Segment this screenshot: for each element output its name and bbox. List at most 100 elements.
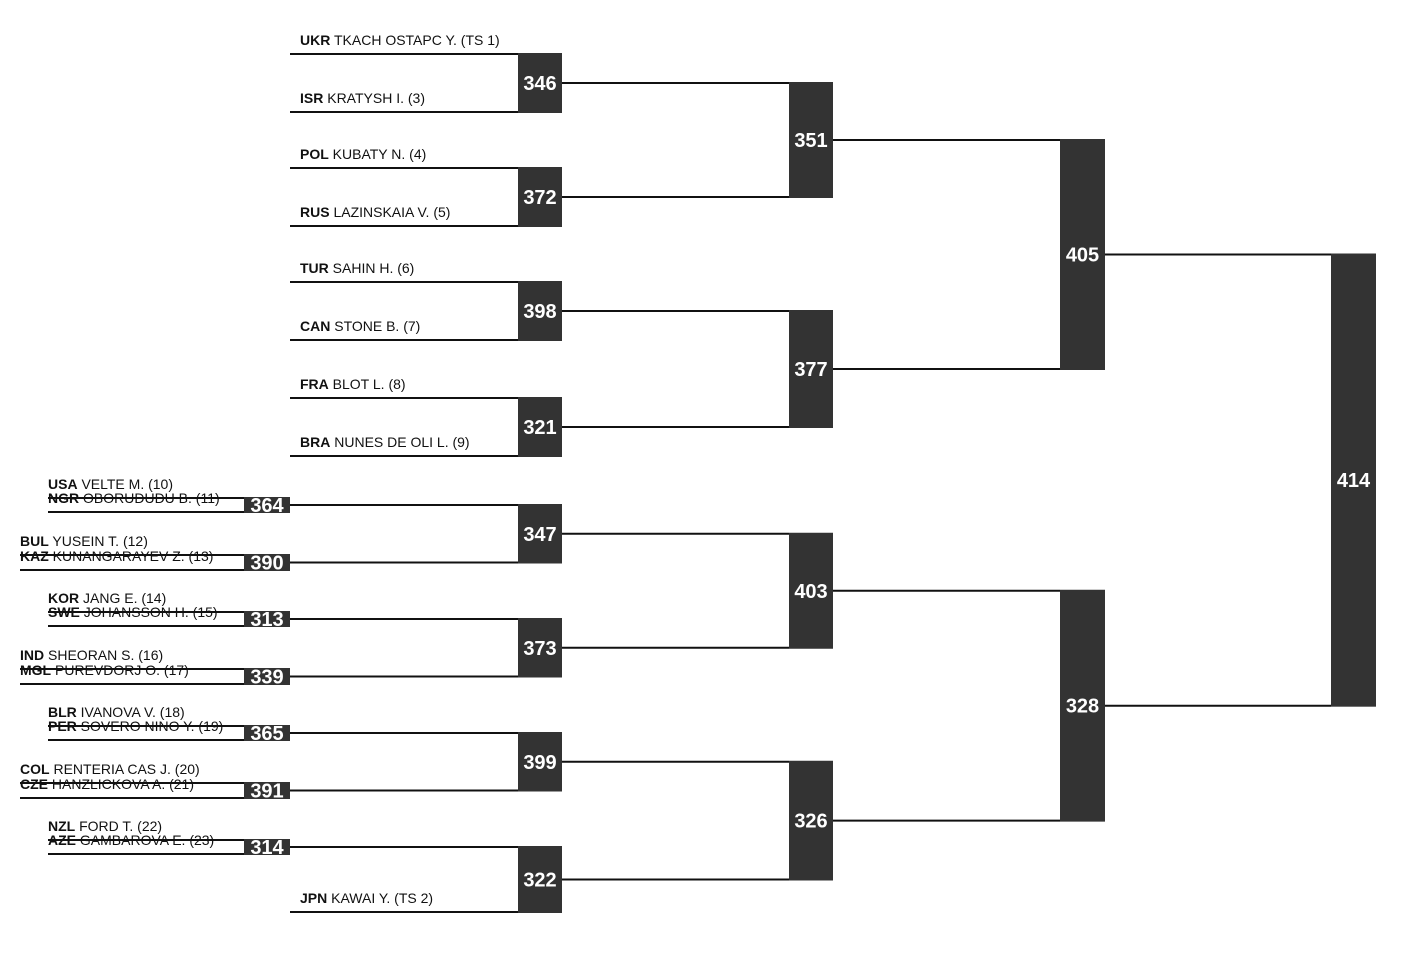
entrant-country: KOR	[48, 590, 79, 606]
entrant-label: IND SHEORAN S. (16)	[20, 647, 163, 663]
entrant-country: TUR	[300, 260, 329, 276]
entrant-country: BRA	[300, 434, 330, 450]
entrant-label: NZL FORD T. (22)	[48, 818, 162, 834]
entrant-country: NZL	[48, 818, 76, 834]
bout-box	[244, 497, 290, 513]
entrant-name: KUBATY N. (4)	[329, 146, 427, 162]
entrant-country: RUS	[300, 204, 330, 220]
entrant-label: CZE HANZLICKOVA A. (21)	[20, 776, 194, 792]
entrant-name: GAMBAROVA E. (23)	[76, 832, 214, 848]
entrant-name: KRATYSH I. (3)	[323, 90, 425, 106]
bout-number: 314	[250, 837, 284, 859]
entrant-country: KAZ	[20, 548, 49, 564]
entrant-country: JPN	[300, 890, 327, 906]
bout-box	[244, 782, 290, 799]
entrant-label: USA VELTE M. (10)	[48, 476, 173, 492]
bout-box	[518, 846, 562, 913]
entrant-country: CAN	[300, 318, 330, 334]
bout-box	[244, 554, 290, 571]
bout-box	[1060, 139, 1105, 370]
bout-box	[244, 725, 290, 741]
entrant-name: BLOT L. (8)	[329, 376, 406, 392]
bout-box	[518, 167, 562, 227]
entrant-label: FRA BLOT L. (8)	[300, 376, 406, 392]
entrant-label: SWE JOHANSSON H. (15)	[48, 604, 218, 620]
bout-box	[518, 281, 562, 341]
entrant-country: BUL	[20, 533, 49, 549]
entrant-name: FORD T. (22)	[75, 818, 162, 834]
bout-number: 405	[1066, 245, 1099, 267]
entrant-country: CZE	[20, 776, 48, 792]
bout-number: 326	[794, 811, 827, 833]
bout-box	[244, 611, 290, 627]
bout-number: 322	[523, 870, 556, 892]
bout-number: 339	[250, 667, 283, 689]
entrant-country: POL	[300, 146, 329, 162]
entrant-country: BLR	[48, 704, 77, 720]
entrant-name: YUSEIN T. (12)	[49, 533, 148, 549]
bout-boxes: 3643903133393653913143463723983213473733…	[244, 53, 1376, 913]
entrant-name: SAHIN H. (6)	[329, 260, 415, 276]
entrant-name: OBORUDUDU B. (11)	[79, 490, 220, 506]
entrant-name: NUNES DE OLI L. (9)	[330, 434, 469, 450]
entrant-country: AZE	[48, 832, 76, 848]
bout-number: 351	[794, 130, 827, 152]
bout-number: 365	[250, 723, 283, 745]
entrant-name: STONE B. (7)	[330, 318, 420, 334]
bout-box	[789, 82, 833, 198]
entrant-name: VELTE M. (10)	[78, 476, 173, 492]
bout-box	[1331, 253, 1376, 707]
bout-box	[518, 53, 562, 113]
bout-number: 373	[523, 638, 556, 660]
entrant-label: KOR JANG E. (14)	[48, 590, 166, 606]
entrant-label: ISR KRATYSH I. (3)	[300, 90, 425, 106]
entrant-name: JOHANSSON H. (15)	[80, 604, 218, 620]
bout-number: 390	[250, 553, 283, 575]
bout-number: 328	[1066, 696, 1099, 718]
entrant-country: MGL	[20, 662, 52, 678]
entrant-label: BUL YUSEIN T. (12)	[20, 533, 148, 549]
bout-box	[518, 397, 562, 457]
bout-box	[789, 532, 833, 649]
entrant-country: ISR	[300, 90, 323, 106]
entrant-label: BRA NUNES DE OLI L. (9)	[300, 434, 470, 450]
bout-box	[518, 618, 562, 678]
entrant-label: AZE GAMBAROVA E. (23)	[48, 832, 214, 848]
bout-box	[244, 668, 290, 685]
entrant-name: KUNANGARAYEV Z. (13)	[49, 548, 214, 564]
entrant-country: FRA	[300, 376, 329, 392]
bout-number: 321	[523, 417, 556, 439]
bout-box	[1060, 589, 1105, 822]
bout-number: 414	[1337, 470, 1371, 492]
entrant-name: JANG E. (14)	[79, 590, 166, 606]
entrant-label: TUR SAHIN H. (6)	[300, 260, 414, 276]
entrant-label: KAZ KUNANGARAYEV Z. (13)	[20, 548, 213, 564]
entrant-country: PER	[48, 718, 77, 734]
bout-number: 347	[523, 524, 556, 546]
entrant-name: PUREVDORJ O. (17)	[51, 662, 189, 678]
entrant-label: NGR OBORUDUDU B. (11)	[48, 490, 220, 506]
entrant-name: RENTERIA CAS J. (20)	[50, 761, 200, 777]
entrant-label: COL RENTERIA CAS J. (20)	[20, 761, 200, 777]
entrant-label: UKR TKACH OSTAPC Y. (TS 1)	[300, 32, 500, 48]
bout-number: 391	[250, 781, 283, 803]
entrant-country: IND	[20, 647, 44, 663]
entrant-label: POL KUBATY N. (4)	[300, 146, 426, 162]
bout-number: 398	[523, 301, 556, 323]
entrant-label: MGL PUREVDORJ O. (17)	[20, 662, 189, 678]
bout-number: 313	[250, 609, 283, 631]
entrant-name: SHEORAN S. (16)	[44, 647, 163, 663]
entrant-name: SOVERO NINO Y. (19)	[77, 718, 224, 734]
bout-box	[518, 504, 562, 564]
bout-box	[518, 732, 562, 792]
bracket-lines	[20, 53, 1331, 913]
entrant-country: USA	[48, 476, 78, 492]
entrant-country: UKR	[300, 32, 330, 48]
entrant-labels: UKR TKACH OSTAPC Y. (TS 1) ISR KRATYSH I.…	[20, 32, 500, 906]
entrant-country: COL	[20, 761, 50, 777]
entrant-name: IVANOVA V. (18)	[77, 704, 185, 720]
entrant-name: LAZINSKAIA V. (5)	[330, 204, 451, 220]
entrant-name: HANZLICKOVA A. (21)	[48, 776, 194, 792]
bout-box	[789, 310, 833, 428]
